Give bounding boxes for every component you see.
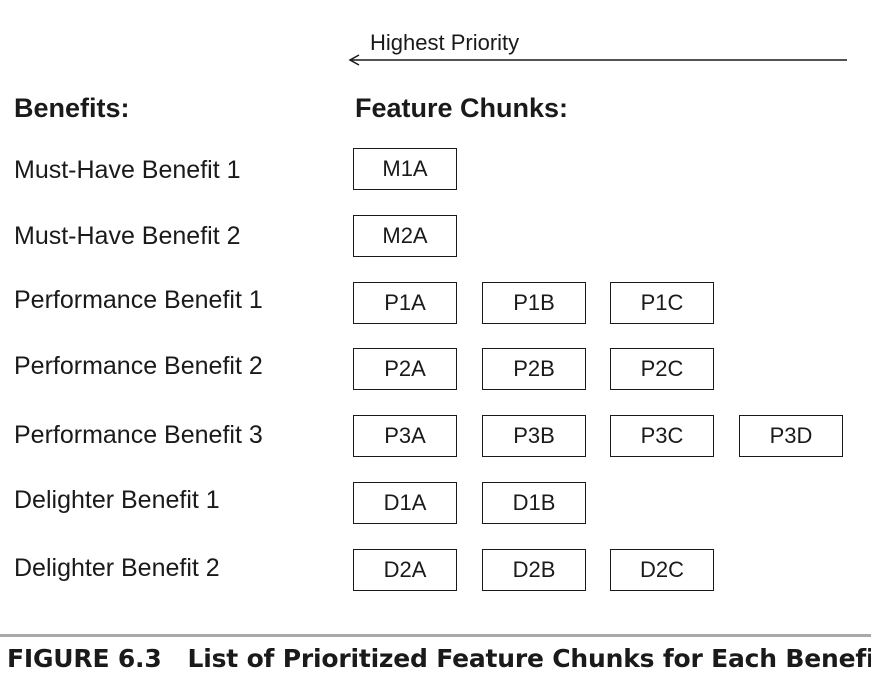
figure-number: FIGURE 6.3 <box>7 644 162 673</box>
figure-caption: FIGURE 6.3 List of Prioritized Feature Ch… <box>7 644 871 673</box>
feature-chunk-box: D2C <box>610 549 714 591</box>
feature-chunk-box: P3D <box>739 415 843 457</box>
feature-chunk-box: M1A <box>353 148 457 190</box>
feature-chunk-box: D1B <box>482 482 586 524</box>
highest-priority-label: Highest Priority <box>370 30 520 55</box>
caption-divider <box>0 634 871 637</box>
feature-chunk-box: P1A <box>353 282 457 324</box>
feature-chunk-box: D1A <box>353 482 457 524</box>
benefits-heading: Benefits: <box>14 93 130 123</box>
feature-chunk-box: D2B <box>482 549 586 591</box>
feature-chunk-box: P2C <box>610 348 714 390</box>
feature-chunk-box: P1C <box>610 282 714 324</box>
feature-chunks-heading: Feature Chunks: <box>355 93 569 123</box>
feature-chunk-box: P3B <box>482 415 586 457</box>
benefit-label: Delighter Benefit 2 <box>14 554 220 582</box>
benefit-label: Performance Benefit 2 <box>14 352 263 380</box>
feature-chunk-box: D2A <box>353 549 457 591</box>
benefit-label: Delighter Benefit 1 <box>14 486 220 514</box>
benefit-label: Performance Benefit 3 <box>14 421 263 449</box>
benefit-label: Must-Have Benefit 1 <box>14 156 241 184</box>
feature-chunk-box: P2B <box>482 348 586 390</box>
feature-chunk-box: P3C <box>610 415 714 457</box>
benefit-label: Performance Benefit 1 <box>14 286 263 314</box>
feature-chunk-box: P3A <box>353 415 457 457</box>
feature-chunk-box: P2A <box>353 348 457 390</box>
benefit-label: Must-Have Benefit 2 <box>14 222 241 250</box>
feature-chunk-box: M2A <box>353 215 457 257</box>
feature-chunk-box: P1B <box>482 282 586 324</box>
priority-arrow-icon <box>348 54 847 66</box>
figure-title: List of Prioritized Feature Chunks for E… <box>187 644 871 673</box>
